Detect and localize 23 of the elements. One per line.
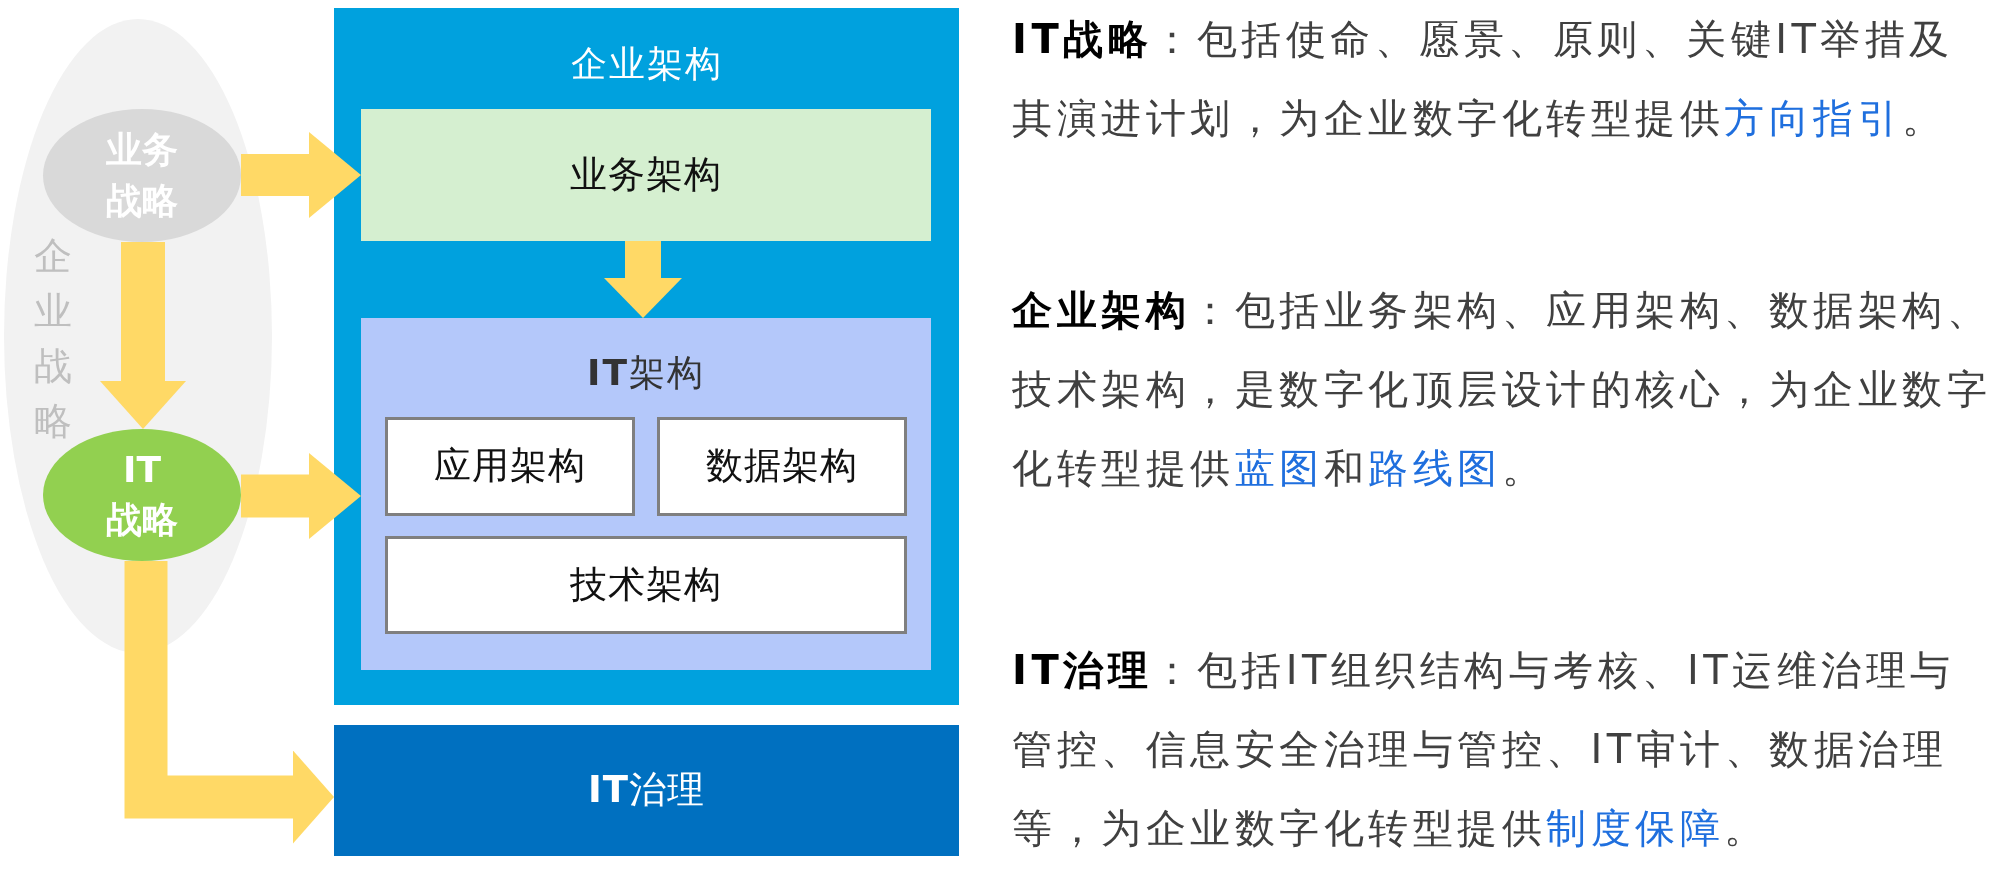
node-label: IT治理	[588, 768, 705, 813]
block-arrow	[100, 242, 186, 429]
node-label: IT战略	[105, 447, 179, 542]
panel-title: 企业架构	[570, 42, 723, 86]
architecture-box	[657, 417, 907, 516]
architecture-box	[385, 536, 907, 634]
architecture-box	[361, 109, 931, 241]
architecture-panel	[361, 318, 931, 670]
architecture-panel	[334, 8, 959, 705]
description-paragraph: IT战略：包括使命、愿景、原则、关键IT举措及其演进计划，为企业数字化转型提供方向指引。	[1012, 15, 1955, 143]
block-arrow	[604, 241, 682, 318]
description-paragraph: 企业架构：包括业务架构、应用架构、数据架构、技术架构，是数字化顶层设计的核心，为企业数字化转型提供蓝图和路线图。	[1012, 286, 1992, 493]
governance-box	[334, 725, 959, 856]
node-label: 数据架构	[706, 444, 858, 489]
panel-title: IT架构	[587, 351, 705, 395]
block-arrow	[241, 132, 361, 218]
node-label: 技术架构	[570, 562, 722, 608]
node-label: 业务架构	[570, 152, 722, 198]
node-label: 应用架构	[434, 444, 586, 489]
block-arrow	[124, 560, 334, 844]
architecture-box	[385, 417, 635, 516]
block-arrow	[241, 453, 361, 539]
description-paragraph: IT治理：包括IT组织结构与考核、IT运维治理与管控、信息安全治理与管控、IT审计、数据治理等，为企业数字化转型提供制度保障。	[1012, 646, 1956, 853]
